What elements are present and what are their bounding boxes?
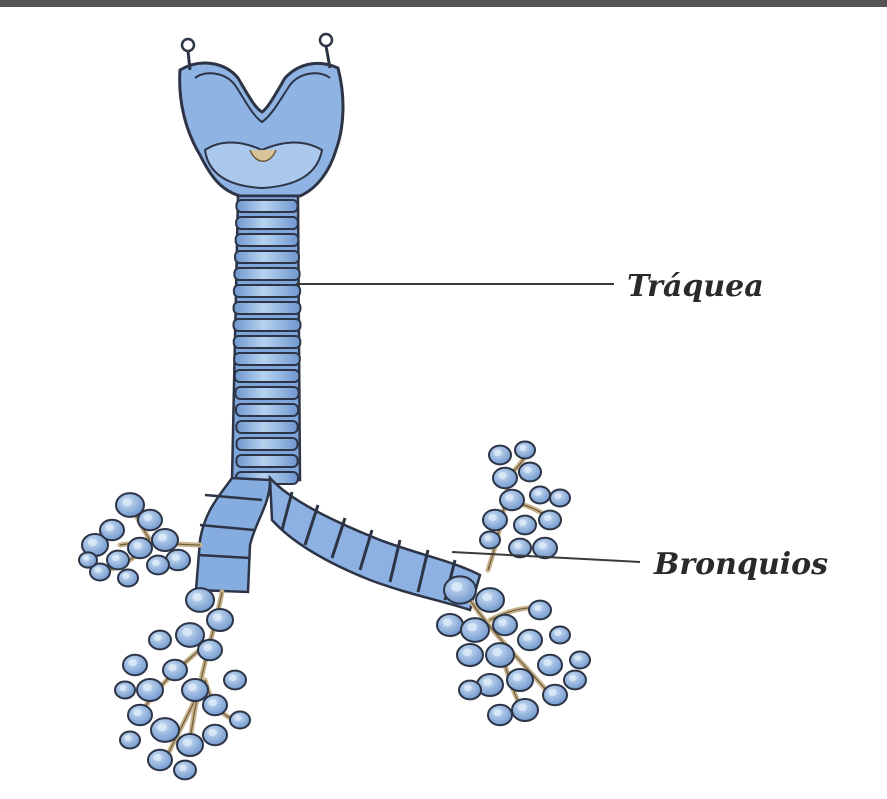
bud-highlight <box>520 445 527 451</box>
cartilage-ring <box>236 200 297 212</box>
bud-highlight <box>538 542 546 549</box>
cartilage-ring <box>234 302 301 314</box>
bud-highlight <box>153 754 161 761</box>
bud-highlight <box>213 614 222 622</box>
bud-highlight <box>555 630 562 636</box>
bud-highlight <box>488 514 496 521</box>
bud-highlight <box>157 723 167 731</box>
trachea-label: Tráquea <box>627 269 764 304</box>
bronchi-label: Bronquios <box>653 547 828 582</box>
bud-highlight <box>95 567 102 573</box>
cartilage-ring <box>236 421 297 433</box>
bud-highlight <box>188 684 197 692</box>
bud-highlight <box>168 664 176 671</box>
bud-highlight <box>208 699 216 706</box>
bud-highlight <box>505 494 513 501</box>
bud-highlight <box>451 582 462 592</box>
cartilage-ring <box>234 353 300 365</box>
bud-highlight <box>154 635 162 642</box>
bud-highlight <box>105 524 113 531</box>
bud-highlight <box>548 689 556 696</box>
bud-highlight <box>179 765 187 772</box>
bud-highlight <box>464 685 472 692</box>
bud-highlight <box>482 593 492 601</box>
trachea-rings <box>234 200 301 484</box>
bud-highlight <box>534 605 542 612</box>
cartilage-ring <box>235 370 300 382</box>
larynx <box>180 34 343 196</box>
bud-highlight <box>494 450 502 457</box>
cartilage-ring <box>234 285 300 297</box>
bud-highlight <box>492 648 502 656</box>
cartilage-ring <box>236 404 298 416</box>
bud-highlight <box>158 534 167 542</box>
bud-highlight <box>523 634 531 641</box>
bud-highlight <box>203 644 211 651</box>
bud-highlight <box>513 674 522 682</box>
bud-highlight <box>483 679 492 687</box>
cartilage-ring <box>236 455 297 467</box>
cartilage-ring <box>234 268 299 280</box>
bud-highlight <box>463 649 472 657</box>
bud-highlight <box>83 556 89 561</box>
cartilage-ring <box>236 234 299 246</box>
bud-highlight <box>88 539 97 547</box>
bud-highlight <box>569 675 577 682</box>
bud-highlight <box>192 593 202 601</box>
bud-highlight <box>535 490 542 496</box>
top-rule <box>0 0 887 7</box>
bud-highlight <box>112 555 120 562</box>
bud-highlight <box>152 560 160 567</box>
cartilage-ring <box>235 387 298 399</box>
cartilage-ring <box>235 251 299 263</box>
bud-highlight <box>443 619 452 627</box>
bud-highlight <box>183 739 192 747</box>
bud-highlight <box>485 535 492 541</box>
bud-highlight <box>128 659 136 666</box>
bud-highlight <box>143 684 152 692</box>
cartilage-ring <box>234 336 301 348</box>
bud-highlight <box>133 709 141 716</box>
bud-highlight <box>524 467 532 474</box>
bud-highlight <box>235 715 242 721</box>
bud-highlight <box>493 709 501 716</box>
bud-highlight <box>122 498 132 506</box>
bud-highlight <box>543 659 551 666</box>
cartilage-ring <box>236 438 297 450</box>
bud-highlight <box>120 685 127 691</box>
bud-highlight <box>229 675 237 682</box>
bud-highlight <box>518 704 527 712</box>
bud-highlight <box>171 554 179 561</box>
cartilage-ring <box>234 319 301 331</box>
bud-highlight <box>575 655 582 661</box>
bud-highlight <box>208 729 216 736</box>
bud-highlight <box>467 623 477 631</box>
cartilage-ring <box>236 217 298 229</box>
bud-highlight <box>519 520 527 527</box>
bud-highlight <box>143 514 151 521</box>
bud-highlight <box>123 573 130 579</box>
bud-highlight <box>555 493 562 499</box>
bud-highlight <box>544 515 552 522</box>
trachea <box>232 196 300 484</box>
bud-highlight <box>498 619 506 626</box>
bud-highlight <box>125 735 132 741</box>
left-main-bronchus <box>196 478 270 592</box>
right-bronchial-tree <box>437 442 590 726</box>
bud-highlight <box>133 542 141 549</box>
bud-highlight <box>514 543 522 550</box>
bud-highlight <box>182 628 192 636</box>
bud-highlight <box>498 472 506 479</box>
